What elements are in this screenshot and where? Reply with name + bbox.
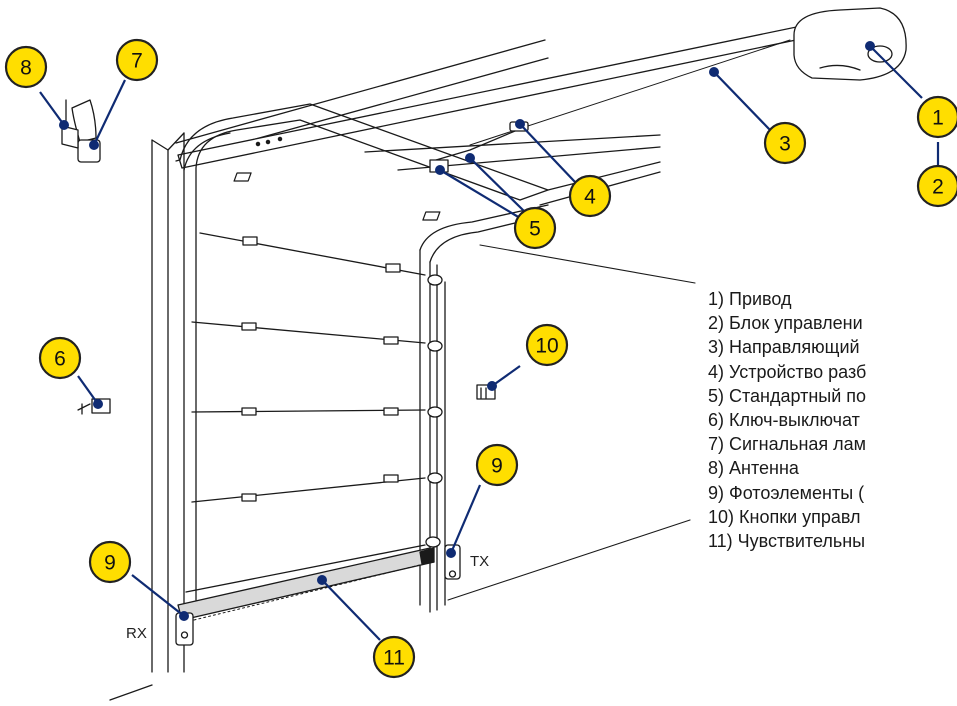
- callout-circle-9a: [88, 540, 132, 584]
- rx-label: RX: [126, 625, 147, 642]
- callout-number-3: 3: [779, 133, 791, 156]
- legend-item-10: 10) Кнопки управл: [708, 506, 861, 527]
- callout-number-2: 2: [932, 176, 944, 199]
- legend: 1) Привод 2) Блок управлени 3) Направляю…: [708, 287, 957, 553]
- callout-number-8: 8: [20, 57, 32, 80]
- callout-circle-8: [4, 45, 48, 89]
- callout-number-10: 10: [535, 335, 558, 358]
- callout-number-9b: 9: [491, 455, 503, 478]
- legend-item-4: 4) Устройство разб: [708, 361, 867, 382]
- callout-number-5: 5: [529, 218, 541, 241]
- garage-structure: [61, 7, 907, 701]
- callout-circle-11: [372, 635, 416, 679]
- callout-number-11: 11: [383, 647, 405, 670]
- callout-circle-4: [568, 174, 612, 218]
- callout-circle-3: [763, 121, 807, 165]
- callout-number-6: 6: [54, 348, 66, 371]
- callout-circle-7: [115, 38, 159, 82]
- legend-item-5: 5) Стандартный по: [708, 385, 867, 406]
- legend-item-6: 6) Ключ-выключат: [708, 409, 860, 430]
- callout-number-4: 4: [584, 186, 596, 209]
- tx-label: TX: [470, 553, 489, 570]
- callout-circle-1: [916, 95, 957, 139]
- legend-item-2: 2) Блок управлени: [708, 313, 863, 334]
- legend-item-1: 1) Привод: [708, 289, 792, 309]
- callouts: 1 2 3 4 5 6 7 8 9 9 10 11: [4, 38, 957, 679]
- callout-circle-2: [916, 164, 957, 208]
- callout-number-1: 1: [932, 107, 944, 130]
- legend-item-7: 7) Сигнальная лам: [708, 434, 867, 455]
- legend-item-8: 8) Антенна: [708, 458, 799, 479]
- legend-item-3: 3) Направляющий: [708, 337, 860, 358]
- leader-markers: [59, 41, 875, 621]
- callout-circle-10: [525, 323, 569, 367]
- callout-circle-6: [38, 336, 82, 380]
- callout-circle-9b: [475, 443, 519, 487]
- legend-item-9: 9) Фотоэлементы (: [708, 482, 865, 503]
- leader-lines: [39, 45, 923, 641]
- legend-item-11: 11) Чувствительны: [708, 530, 866, 551]
- callout-number-9a: 9: [104, 552, 116, 575]
- callout-circle-5: [513, 206, 557, 250]
- callout-number-7: 7: [131, 50, 143, 73]
